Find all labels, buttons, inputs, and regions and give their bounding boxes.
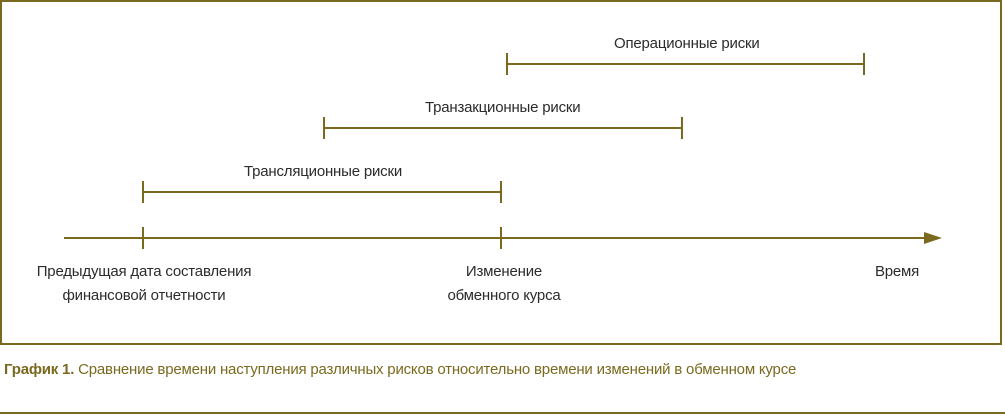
bottom-rule: [0, 412, 1005, 414]
axis-label-rate-change: Изменение обменного курса: [447, 263, 561, 304]
diagram-frame: Операционные риски Транзакционные риски …: [0, 0, 1002, 345]
range-translation-label: Трансляционные риски: [244, 163, 402, 180]
caption-text: Сравнение времени наступления различных …: [78, 361, 797, 378]
axis-label-time: Время: [874, 263, 920, 280]
range-transaction-label: Транзакционные риски: [425, 99, 581, 116]
timeline-diagram: [64, 53, 942, 249]
axis-label-prev-report-date: Предыдущая дата составления финансовой о…: [36, 263, 252, 304]
range-operational-label: Операционные риски: [614, 35, 760, 52]
time-axis-arrowhead: [924, 232, 942, 244]
caption-label: График 1.: [4, 361, 75, 378]
figure-caption: График 1. Сравнение времени наступления …: [4, 361, 796, 378]
